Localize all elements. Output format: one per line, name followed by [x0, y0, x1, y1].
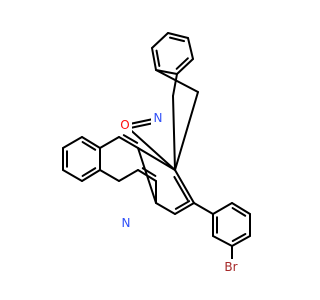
- oxygen-label: O: [120, 118, 129, 132]
- bond-c30-c31: [155, 69, 199, 93]
- bond-c20-c9: [137, 147, 157, 204]
- bond-c8-c9: [155, 202, 176, 215]
- bond-c11-c12: [118, 169, 139, 182]
- indoline-nitrogen-label: N: [154, 111, 163, 125]
- bond-layer: [62, 32, 251, 269]
- bond-c19-c20: [118, 136, 139, 149]
- bond-c1-c2: [231, 235, 251, 247]
- bond-c26-c27: [187, 37, 194, 60]
- bond-c27-c28: [167, 32, 189, 39]
- bond-c21-c7: [174, 169, 195, 204]
- bond-c17-c18: [81, 136, 101, 149]
- oxygen-atom: O: [118, 117, 132, 133]
- bond-c25-c26: [176, 58, 194, 75]
- bond-c30-c25: [155, 69, 178, 75]
- bond-c17-c18-second: [81, 141, 97, 151]
- bond-c22-c23-second: [129, 121, 155, 129]
- bond-c18-c19: [99, 136, 120, 149]
- bond-c12-c13: [99, 169, 120, 182]
- bond-c19-c20-second: [122, 134, 139, 144]
- bond-c20-c21: [137, 147, 176, 171]
- bond-c14-c15: [62, 169, 83, 182]
- bond-c29-c30: [151, 47, 157, 71]
- bond-c28-c29: [151, 32, 169, 49]
- bond-c25-c26-second: [175, 57, 189, 70]
- bromine-atom: Br: [220, 259, 242, 275]
- molecule-structure: O N N Br: [62, 32, 251, 275]
- bond-c21-c24: [172, 95, 176, 171]
- quinoline-nitrogen-atom: N: [119, 215, 133, 231]
- indoline-nitrogen-atom: N: [151, 110, 165, 126]
- quinoline-nitrogen-label: N: [122, 216, 131, 230]
- bond-c5-c7: [193, 202, 214, 215]
- bond-c6-c1: [212, 235, 233, 247]
- bromine-label: Br: [224, 260, 237, 274]
- bond-c1-c2-second: [231, 233, 247, 243]
- bond-c3-c4: [231, 202, 251, 215]
- bond-c13-c14-second: [81, 167, 97, 177]
- bond-c7-c8-second: [174, 200, 191, 210]
- bond-c16-c17: [62, 136, 83, 149]
- bond-c29-c30-second: [155, 49, 161, 67]
- bond-c13-c14: [81, 169, 101, 182]
- bond-c21-c22: [124, 124, 176, 171]
- bond-c21-c7-second: [173, 175, 189, 202]
- bond-c3-c4-second: [231, 207, 247, 217]
- bond-c7-c8: [174, 202, 195, 215]
- bond-c27-c28-second: [169, 36, 186, 43]
- bond-c4-c5: [212, 202, 233, 215]
- bond-c31-c21: [174, 91, 199, 171]
- bond-c24-c25: [172, 73, 178, 97]
